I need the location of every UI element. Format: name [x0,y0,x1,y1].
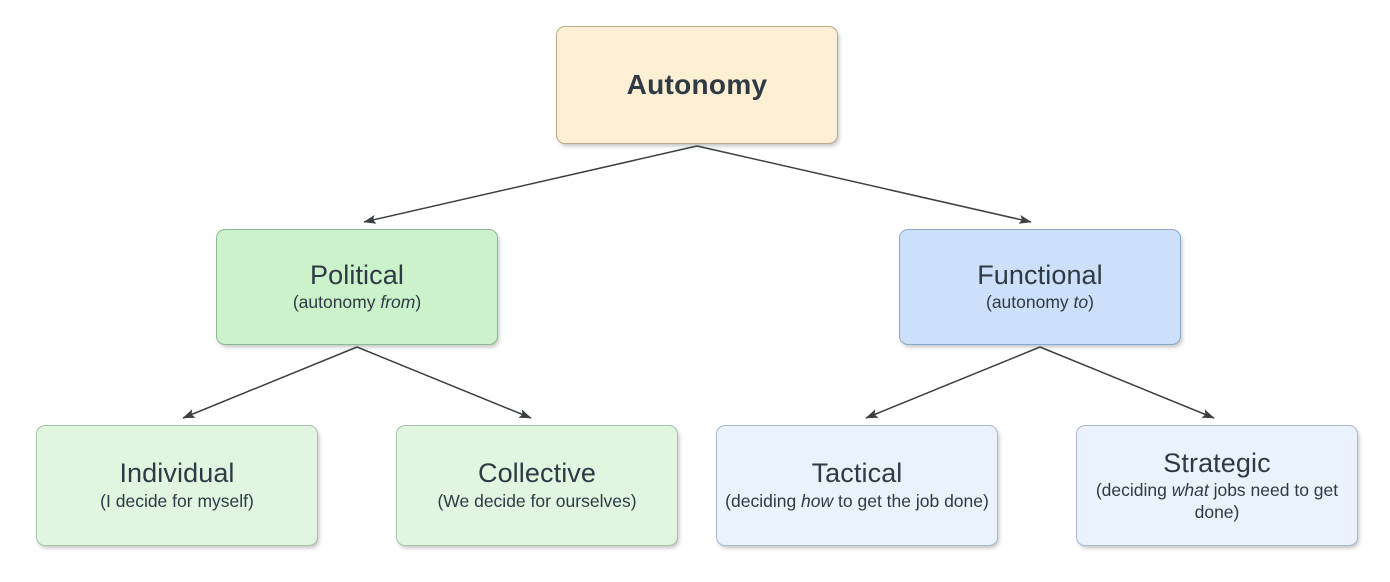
node-autonomy[interactable]: Autonomy [556,26,838,144]
node-strategic[interactable]: Strategic (deciding what jobs need to ge… [1076,425,1358,546]
node-strategic-title: Strategic [1163,447,1271,478]
node-functional-subtitle-emphasis: to [1073,292,1089,313]
node-strategic-subtitle-emphasis: what [1171,479,1209,500]
node-autonomy-title: Autonomy [626,69,768,101]
node-political-subtitle-suffix: ) [415,292,422,313]
node-political-title: Political [310,259,404,290]
node-individual-subtitle: (I decide for myself) [92,491,262,513]
node-functional-subtitle-suffix: ) [1088,292,1094,313]
node-political-subtitle-prefix: (autonomy [292,292,381,313]
node-strategic-subtitle-prefix: (deciding [1095,479,1172,500]
edge-functional-tactical [865,346,1041,419]
edge-political-collective [356,346,532,419]
node-individual-subtitle-prefix: (I decide for myself) [100,490,254,511]
node-strategic-subtitle-suffix: jobs need to get done) [1194,479,1339,522]
node-individual[interactable]: Individual (I decide for myself) [36,425,318,546]
node-tactical-subtitle-prefix: (deciding [725,490,802,511]
edge-political-individual [182,346,358,419]
node-tactical[interactable]: Tactical (deciding how to get the job do… [716,425,998,546]
node-tactical-title: Tactical [811,458,903,489]
node-political[interactable]: Political (autonomy from) [216,229,498,345]
node-strategic-subtitle: (deciding what jobs need to get done) [1077,480,1357,524]
node-functional-subtitle: (autonomy to) [978,292,1102,314]
node-collective-subtitle-prefix: (We decide for ourselves) [437,490,637,511]
node-tactical-subtitle-emphasis: how [801,490,834,511]
edge-autonomy-functional [696,145,1032,224]
node-tactical-subtitle: (deciding how to get the job done) [717,491,997,513]
edge-functional-strategic [1039,346,1215,419]
node-functional-title: Functional [977,259,1103,290]
node-tactical-subtitle-suffix: to get the job done) [833,490,989,511]
node-political-subtitle-emphasis: from [380,292,416,313]
edge-autonomy-political [363,145,698,224]
node-collective-subtitle: (We decide for ourselves) [429,491,644,513]
node-collective[interactable]: Collective (We decide for ourselves) [396,425,678,546]
node-individual-title: Individual [119,458,235,489]
node-functional-subtitle-prefix: (autonomy [986,292,1074,313]
node-functional[interactable]: Functional (autonomy to) [899,229,1181,345]
node-collective-title: Collective [477,458,597,489]
node-political-subtitle: (autonomy from) [285,292,429,314]
